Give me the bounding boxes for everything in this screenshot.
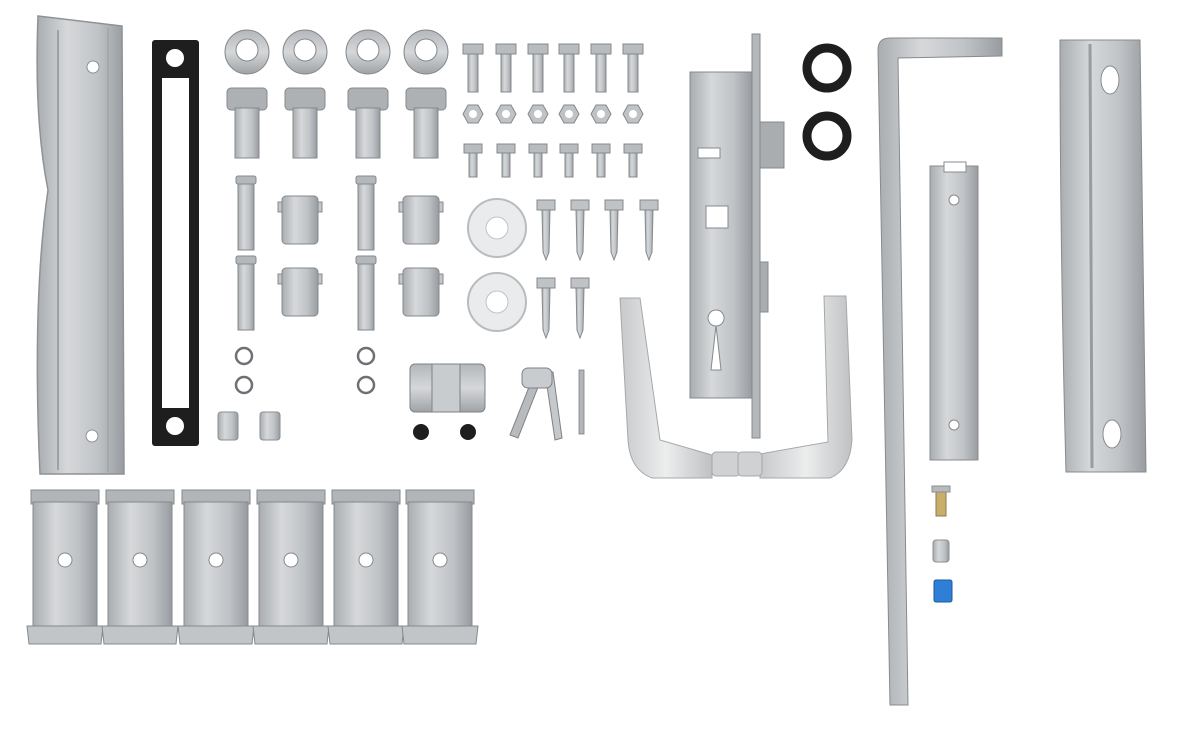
mounting-clamp <box>177 489 255 645</box>
mounting-clamp <box>101 489 179 645</box>
bushing <box>398 267 444 317</box>
small-inserts <box>217 411 281 441</box>
hinge-pin <box>235 175 257 251</box>
hex-bolt <box>558 43 580 93</box>
short-bolt <box>623 143 643 178</box>
mounting-clamp <box>327 489 405 645</box>
hex-bolt <box>462 43 484 93</box>
long-bracket-left <box>36 15 125 475</box>
mounting-clamp <box>252 489 330 645</box>
door-handle-right <box>737 295 853 479</box>
eye-bolt <box>224 29 270 159</box>
hex-bolt <box>495 43 517 93</box>
self-drilling-screw <box>639 199 659 262</box>
mounting-clamp <box>401 489 479 645</box>
short-bolt <box>463 143 483 178</box>
hex-bolt <box>590 43 612 93</box>
short-bolt <box>496 143 516 178</box>
hex-bolts-and-nuts <box>462 43 644 178</box>
short-bolt <box>559 143 579 178</box>
hex-bolt <box>527 43 549 93</box>
hinge-pin <box>355 175 377 251</box>
eye-bolt <box>403 29 449 159</box>
strike-plate <box>929 161 979 461</box>
bushing <box>398 195 444 245</box>
keys <box>509 367 585 441</box>
small-parts <box>931 485 953 603</box>
bushing <box>277 267 323 317</box>
bushing <box>277 195 323 245</box>
mounting-clamps <box>26 489 479 645</box>
self-drilling-screws <box>536 199 659 340</box>
hex-nut <box>558 104 580 124</box>
lock-cylinder <box>409 363 486 440</box>
self-drilling-screw <box>536 277 556 340</box>
hinge-pins-and-bushings <box>235 175 444 331</box>
hex-nut <box>527 104 549 124</box>
black-frame-plate <box>152 40 199 446</box>
hex-nut <box>495 104 517 124</box>
self-drilling-screw <box>570 199 590 262</box>
hex-bolt <box>622 43 644 93</box>
hex-nut <box>622 104 644 124</box>
hinge-pin <box>355 255 377 331</box>
self-drilling-screw <box>536 199 556 262</box>
drop-bar <box>877 37 1003 706</box>
hinge-pin <box>235 255 257 331</box>
short-bolt <box>591 143 611 178</box>
circlips <box>234 346 376 395</box>
clear-washers <box>467 198 527 332</box>
mounting-clamp <box>26 489 104 645</box>
self-drilling-screw <box>570 277 590 340</box>
hex-nut <box>462 104 484 124</box>
rubber-rings <box>802 43 852 161</box>
hex-nut <box>590 104 612 124</box>
channel-bracket-right <box>1059 39 1147 473</box>
mortise-lock <box>689 33 785 439</box>
eye-bolts <box>224 29 449 159</box>
self-drilling-screw <box>604 199 624 262</box>
eye-bolt <box>345 29 391 159</box>
eye-bolt <box>282 29 328 159</box>
door-handle-left <box>619 297 741 479</box>
short-bolt <box>528 143 548 178</box>
